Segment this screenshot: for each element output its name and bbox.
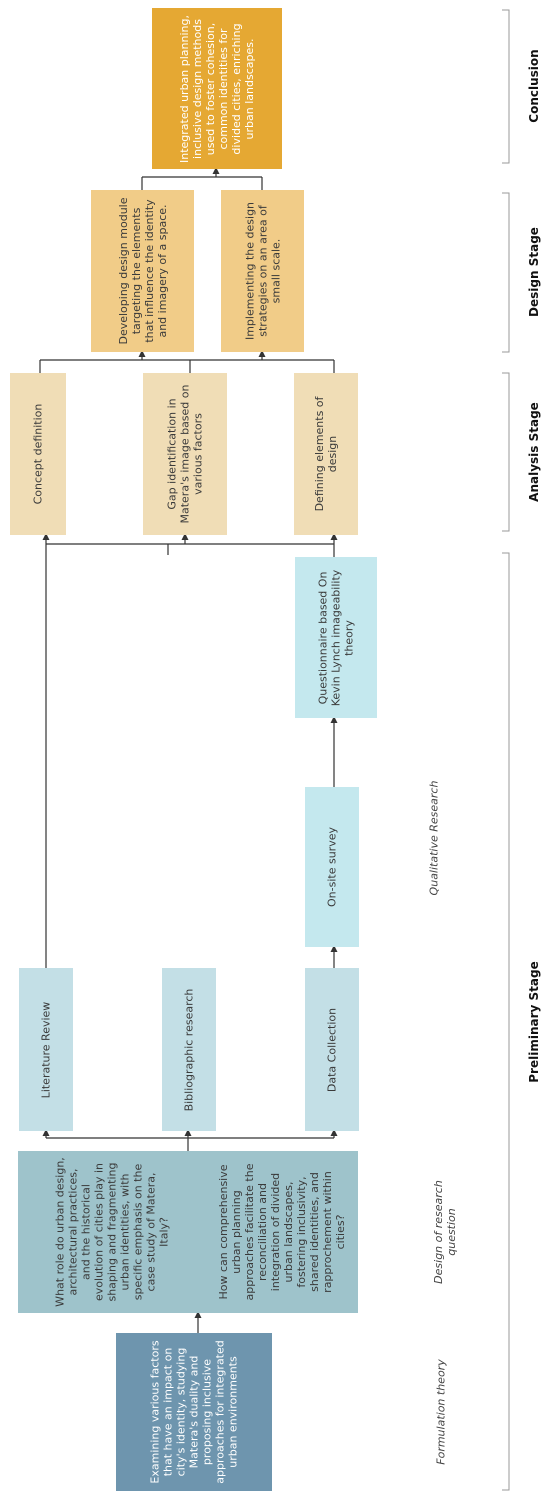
formulation-box: Examining various factors that have an i… (116, 1333, 272, 1491)
bracket-analysis (502, 372, 510, 532)
implementing-strategies-text: Implementing the design strategies on an… (243, 201, 282, 341)
bracket-preliminary (502, 552, 510, 1491)
concept-definition-box: Concept definition (10, 373, 66, 535)
stage-label-analysis: Analysis Stage (527, 402, 541, 502)
on-site-survey-box: On-site survey (305, 787, 359, 947)
question-2-text: How can comprehensive urban planning app… (217, 1163, 347, 1301)
on-site-survey-text: On-site survey (325, 827, 339, 907)
literature-review-text: Literature Review (39, 1001, 53, 1098)
design-of-research-question-label: Design of research question (432, 1180, 458, 1284)
defining-elements-text: Defining elements of design (313, 396, 339, 512)
data-collection-box: Data Collection (305, 968, 359, 1131)
stage-label-design: Design Stage (527, 227, 541, 317)
literature-review-box: Literature Review (19, 968, 73, 1131)
gap-identification-box: Gap identification in Matera's image bas… (143, 373, 227, 535)
bibliographic-research-text: Bibliographic research (182, 988, 196, 1111)
bracket-conclusion (502, 9, 510, 164)
bracket-design (502, 192, 510, 353)
stage-label-conclusion: Conclusion (527, 49, 541, 123)
conclusion-text: Integrated urban planning, inclusive des… (178, 14, 256, 163)
concept-definition-text: Concept definition (31, 403, 45, 505)
developing-module-text: Developing design module targeting the e… (116, 197, 169, 345)
stage-label-preliminary: Preliminary Stage (527, 961, 541, 1083)
formulation-theory-label: Formulation theory (434, 1359, 448, 1465)
qualitative-research-label: Qualitative Research (427, 780, 441, 896)
bibliographic-research-box: Bibliographic research (162, 968, 216, 1131)
questionnaire-text: Questionnaire based On Kevin Lynch image… (316, 569, 356, 706)
question-1-text: What role do urban design, architectural… (53, 1157, 171, 1307)
questionnaire-box: Questionnaire based On Kevin Lynch image… (295, 557, 377, 718)
developing-module-box: Developing design module targeting the e… (91, 190, 194, 352)
defining-elements-box: Defining elements of design (294, 373, 358, 535)
conclusion-box: Integrated urban planning, inclusive des… (152, 8, 282, 169)
gap-identification-text: Gap identification in Matera's image bas… (165, 384, 205, 524)
data-collection-text: Data Collection (325, 1007, 339, 1092)
research-question-box (18, 1151, 358, 1313)
implementing-strategies-box: Implementing the design strategies on an… (221, 190, 304, 352)
formulation-text: Examining various factors that have an i… (148, 1340, 240, 1484)
